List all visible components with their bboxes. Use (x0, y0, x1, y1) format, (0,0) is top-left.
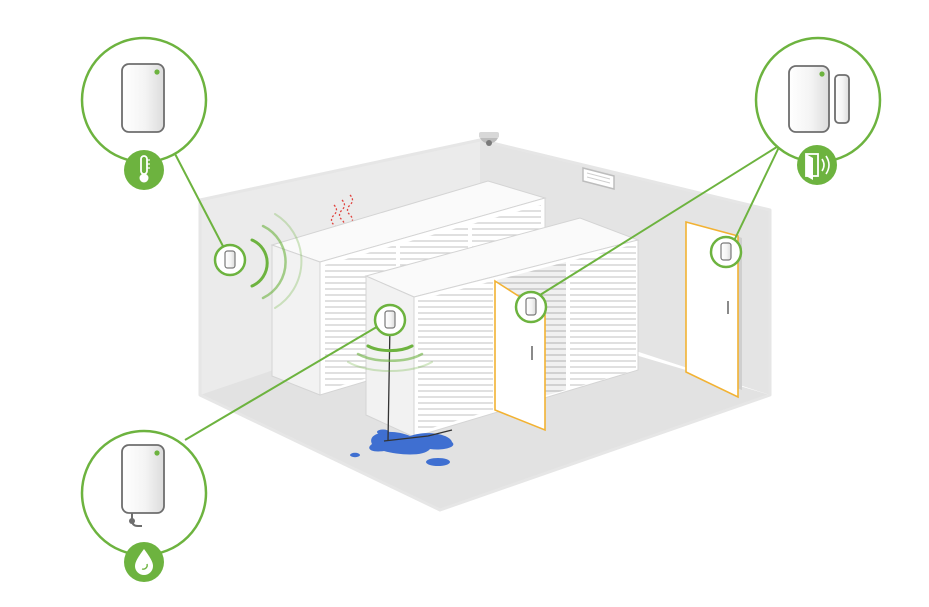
door-open-icon (797, 145, 837, 185)
dome-camera-icon (479, 132, 499, 146)
callout-water (80, 429, 208, 582)
callout-temperature (80, 36, 208, 190)
water-leak-sensor (121, 444, 165, 527)
sensor-marker-temperature (213, 243, 247, 277)
callout-door (754, 36, 882, 185)
sensor-marker-room-door (709, 235, 743, 269)
water-drop-icon (124, 542, 164, 582)
probe-cable (383, 323, 453, 442)
sensor-marker-rack-door (514, 290, 548, 324)
door-contact-sensor (788, 65, 850, 133)
sensor-marker-water (373, 303, 407, 337)
vent-icon (582, 167, 615, 190)
temperature-sensor (121, 63, 165, 133)
callout-connectors (172, 144, 781, 441)
signal-waves-temperature (250, 213, 303, 309)
room-outline (198, 138, 772, 512)
puddle-icon (350, 429, 454, 466)
thermometer-icon (124, 150, 164, 190)
signal-waves-water (347, 344, 433, 372)
